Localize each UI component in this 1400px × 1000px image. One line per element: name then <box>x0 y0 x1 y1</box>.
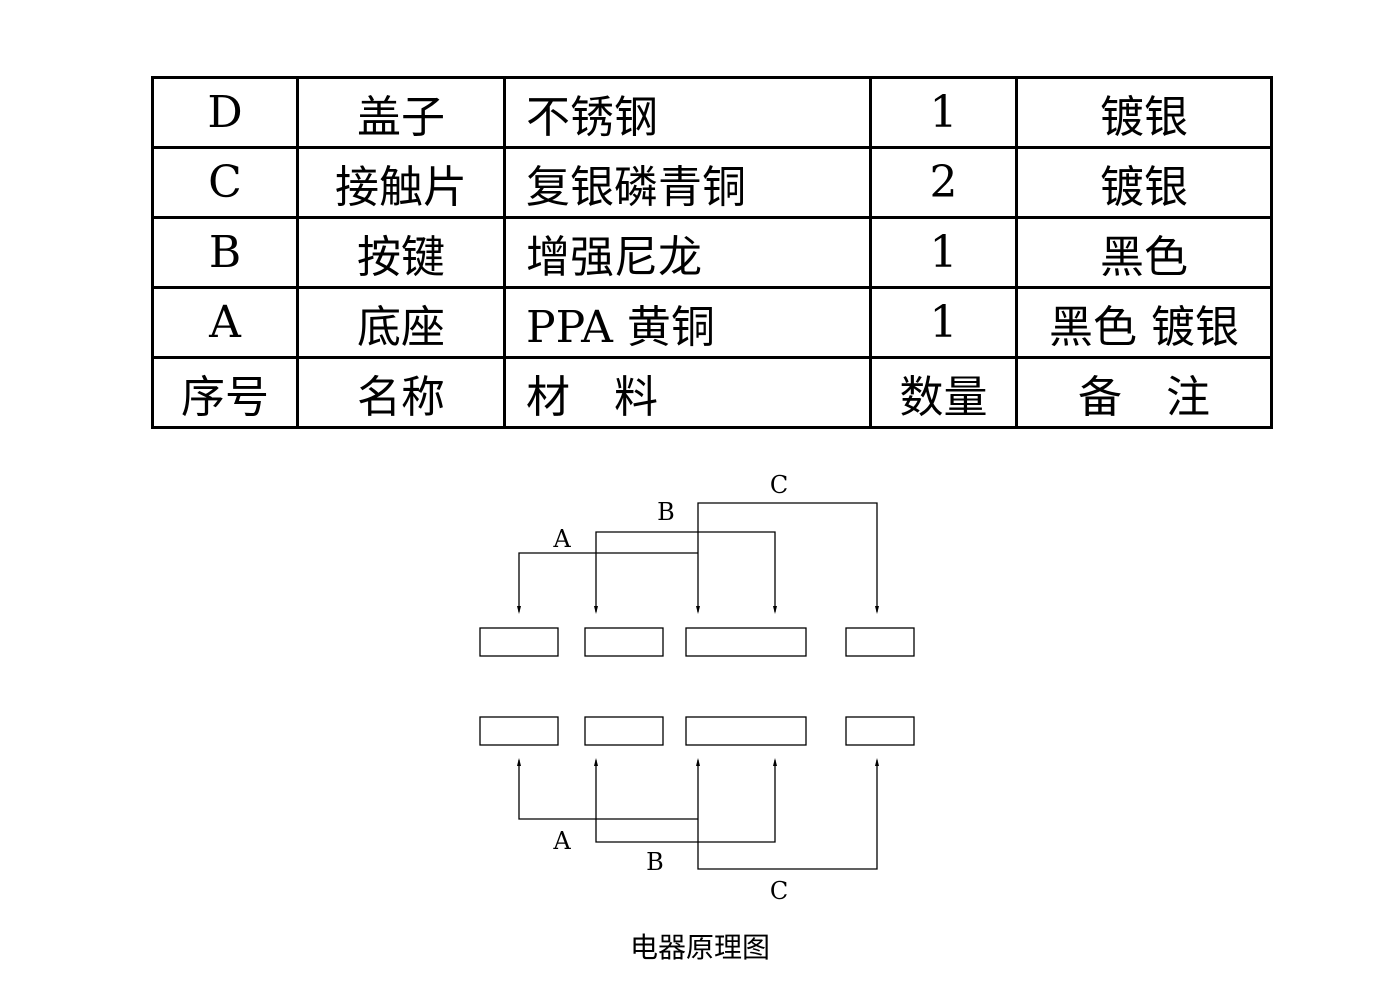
cell-material: 增强尼龙 <box>503 216 872 289</box>
connection-a-bottom <box>518 760 698 820</box>
arrow-up-icon <box>696 758 700 766</box>
cell-name: 名称 <box>296 356 506 429</box>
label-b-bottom: B <box>646 848 664 876</box>
cell-no: A <box>151 286 299 359</box>
label-a-top: A <box>552 525 571 553</box>
label-a-bottom: A <box>552 827 571 855</box>
arrowheads <box>517 606 879 766</box>
arrow-down-icon <box>517 606 521 614</box>
cell-material: 不锈钢 <box>503 76 872 149</box>
cell-material: 材 料 <box>503 356 872 429</box>
arrow-up-icon <box>517 758 521 766</box>
terminal-box <box>845 716 915 746</box>
connection-c-bottom <box>697 760 878 870</box>
cell-qty: 2 <box>869 146 1018 219</box>
cell-note: 镀银 <box>1015 76 1273 149</box>
connection-b-bottom <box>595 760 776 843</box>
arrow-up-icon <box>773 758 777 766</box>
cell-qty: 1 <box>869 76 1018 149</box>
cell-no: 序号 <box>151 356 299 429</box>
table-header-row: 序号名称材 料数量备 注 <box>151 356 1273 429</box>
connection-b-top <box>595 531 776 612</box>
cell-name: 盖子 <box>296 76 506 149</box>
terminal-box <box>479 627 559 657</box>
cell-no: C <box>151 146 299 219</box>
cell-note: 黑色 镀银 <box>1015 286 1273 359</box>
arrow-up-icon <box>875 758 879 766</box>
cell-note: 镀银 <box>1015 146 1273 219</box>
cell-no: D <box>151 76 299 149</box>
terminal-box <box>845 627 915 657</box>
label-b-top: B <box>657 498 675 526</box>
connection-c-top <box>697 502 878 612</box>
terminal-box <box>685 716 807 746</box>
terminal-box <box>584 716 664 746</box>
label-c-bottom: C <box>770 877 788 905</box>
cell-material: 复银磷青铜 <box>503 146 872 219</box>
terminal-box <box>685 627 807 657</box>
label-c-top: C <box>770 471 788 499</box>
arrow-down-icon <box>773 606 777 614</box>
cell-note: 备 注 <box>1015 356 1273 429</box>
terminal-box <box>584 627 664 657</box>
cell-name: 接触片 <box>296 146 506 219</box>
connection-a-top <box>518 552 698 612</box>
cell-note: 黑色 <box>1015 216 1273 289</box>
diagram-caption: 电器原理图 <box>629 931 770 964</box>
cell-qty: 数量 <box>869 356 1018 429</box>
arrow-down-icon <box>875 606 879 614</box>
cell-name: 底座 <box>296 286 506 359</box>
arrow-down-icon <box>594 606 598 614</box>
arrow-down-icon <box>696 606 700 614</box>
cell-qty: 1 <box>869 216 1018 289</box>
cell-material: PPA 黄铜 <box>503 286 872 359</box>
terminal-box <box>479 716 559 746</box>
cell-no: B <box>151 216 299 289</box>
arrow-up-icon <box>594 758 598 766</box>
cell-qty: 1 <box>869 286 1018 359</box>
cell-name: 按键 <box>296 216 506 289</box>
